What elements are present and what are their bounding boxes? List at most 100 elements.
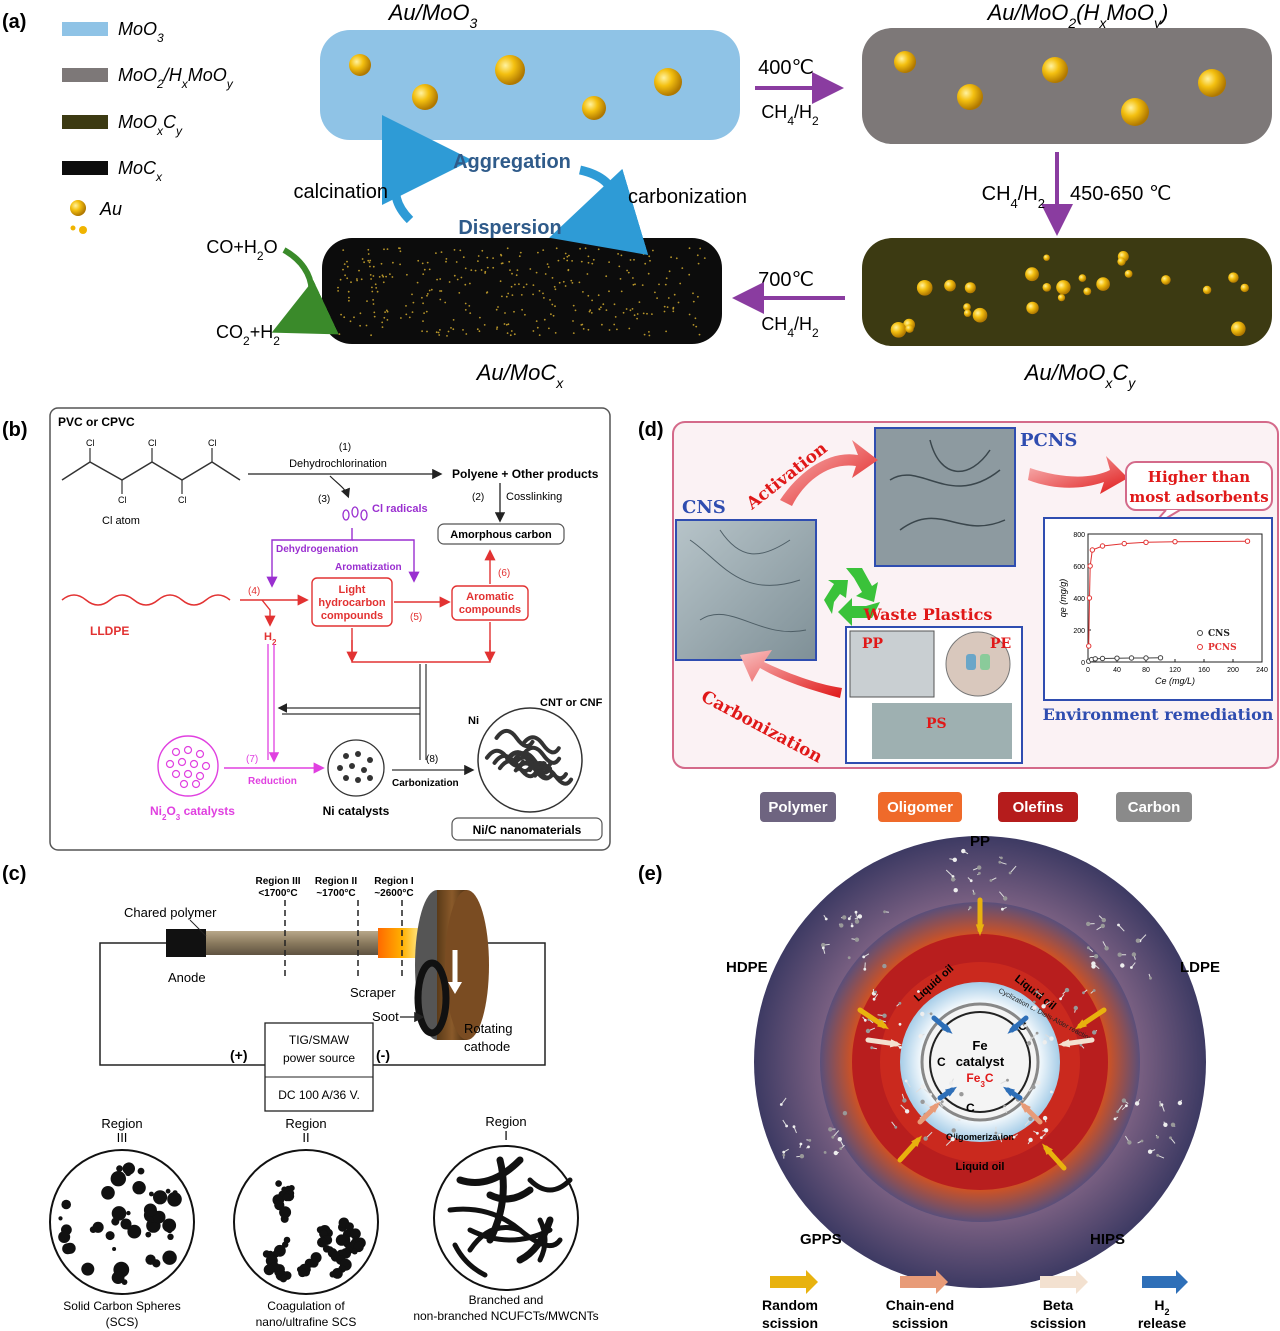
au-single-atom [350,281,352,284]
au-single-atom [688,247,691,250]
au-nanoparticle [963,309,972,317]
scission-arrowhead [945,1086,957,1097]
scission-arrowhead [877,1019,889,1030]
cl-atom: Cl [118,495,127,505]
panel-a-label: (a) [2,11,26,33]
au-single-atom [496,328,498,330]
amorphous-carbon-label: Amorphous carbon [450,529,552,541]
pe-label: PE [990,636,1011,652]
au-single-atom [356,279,358,282]
au-single-atom [503,323,506,325]
step8-number: (8) [426,754,438,765]
polyene-label: Polyene + Other products [452,467,599,481]
au-single-atom [392,261,394,264]
au-single-atom [464,283,467,286]
scission-arrowhead [1007,1023,1019,1034]
ni-catalyst-label: Ni catalysts [323,804,390,818]
ni2o3-particle [183,745,193,755]
au-single-atom [408,316,411,319]
au-single-atom [428,289,431,292]
au-single-atom [535,271,538,274]
molecule-atom [821,946,825,950]
data-point-cns [1157,655,1164,661]
au-single-atom [663,305,666,308]
data-point-pcns [1121,540,1127,547]
au-single-atom [519,251,522,254]
au-single-atom [369,259,372,262]
carbon-sphere [81,1262,95,1276]
cnt-tube [520,735,561,755]
carbon-tube [452,1242,488,1278]
au-single-atom [532,284,535,286]
au-single-atom [381,274,384,277]
ni-particle [355,751,361,757]
au-single-atom [572,332,575,334]
coagulated-sphere [351,1248,358,1255]
au-single-atom [654,291,656,294]
au-nanoparticle [1026,301,1039,315]
au-single-atom [663,310,666,313]
au-single-atom [646,312,648,315]
cathode-label: cathode [464,1039,510,1054]
au-single-atom [337,286,339,289]
molecule-atom [823,1151,827,1154]
catalyst-cycle [929,1011,1031,1113]
au-single-atom [492,257,494,259]
au-single-atom [550,313,552,316]
au-single-atom [677,301,680,304]
au-single-atom [370,334,372,337]
carbon-sphere [165,1188,171,1194]
amorphous-carbon-box [437,523,565,545]
au-single-atom [450,327,452,329]
au-single-atom [423,312,425,314]
molecule-atom [1169,1136,1172,1140]
carbon-tube [516,1216,554,1264]
cnt-tube [527,761,568,781]
au-single-atom [365,324,368,327]
au-single-atom [448,281,451,283]
molecule-atom [1049,1036,1054,1041]
au-single-atom [383,248,385,251]
au-single-atom [542,249,545,252]
au-single-atom [400,317,402,319]
random-label2: scission [762,1315,818,1331]
molecule-atom [1000,856,1003,860]
molecule-atom [902,1098,907,1103]
au-single-atom [692,324,695,326]
legend-marker [1197,630,1203,636]
au-single-atom [619,278,622,280]
au-single-atom [672,310,675,313]
activation-arrow [780,440,878,506]
panel-e: (e) Polymer Oligomer Olefins Carbon Fe c… [638,792,1220,1331]
au-nanoparticle [1161,275,1171,285]
au-single-atom [642,253,645,255]
au-single-atom [425,310,428,313]
au-single-atom [437,331,440,334]
molecule-atom [1003,896,1008,901]
au-single-atom [511,294,514,296]
au-nanoparticle [905,324,914,333]
molecule-atom [1059,997,1062,1001]
molecule-atom [807,1145,810,1149]
chip-polymer-label: Polymer [768,799,827,816]
title-au-mooxcy: Au/MoOxCy [1023,360,1137,391]
anode-label: Anode [168,970,206,985]
pp-sample [849,630,935,698]
crosslinking-label: Cosslinking [506,491,562,503]
au-single-atom [597,294,600,297]
nic-label: Ni/C nanomaterials [473,823,582,837]
au-single-atom [564,285,567,287]
pe-bottle [980,654,990,670]
circle-title-roman: I [504,1128,508,1143]
au-single-atom [464,267,467,270]
molecule-atom [847,917,851,921]
au-single-atom [672,307,675,310]
reduction-label: Reduction [248,776,297,787]
carbon-c: C [1018,1019,1027,1033]
cycle-arrow-left [381,115,472,224]
au-single-atom [570,279,573,282]
au-single-atom [430,288,433,291]
au-single-atom [516,269,519,271]
ni2o3-particle [191,779,201,789]
circle-title: Region [101,1116,142,1131]
